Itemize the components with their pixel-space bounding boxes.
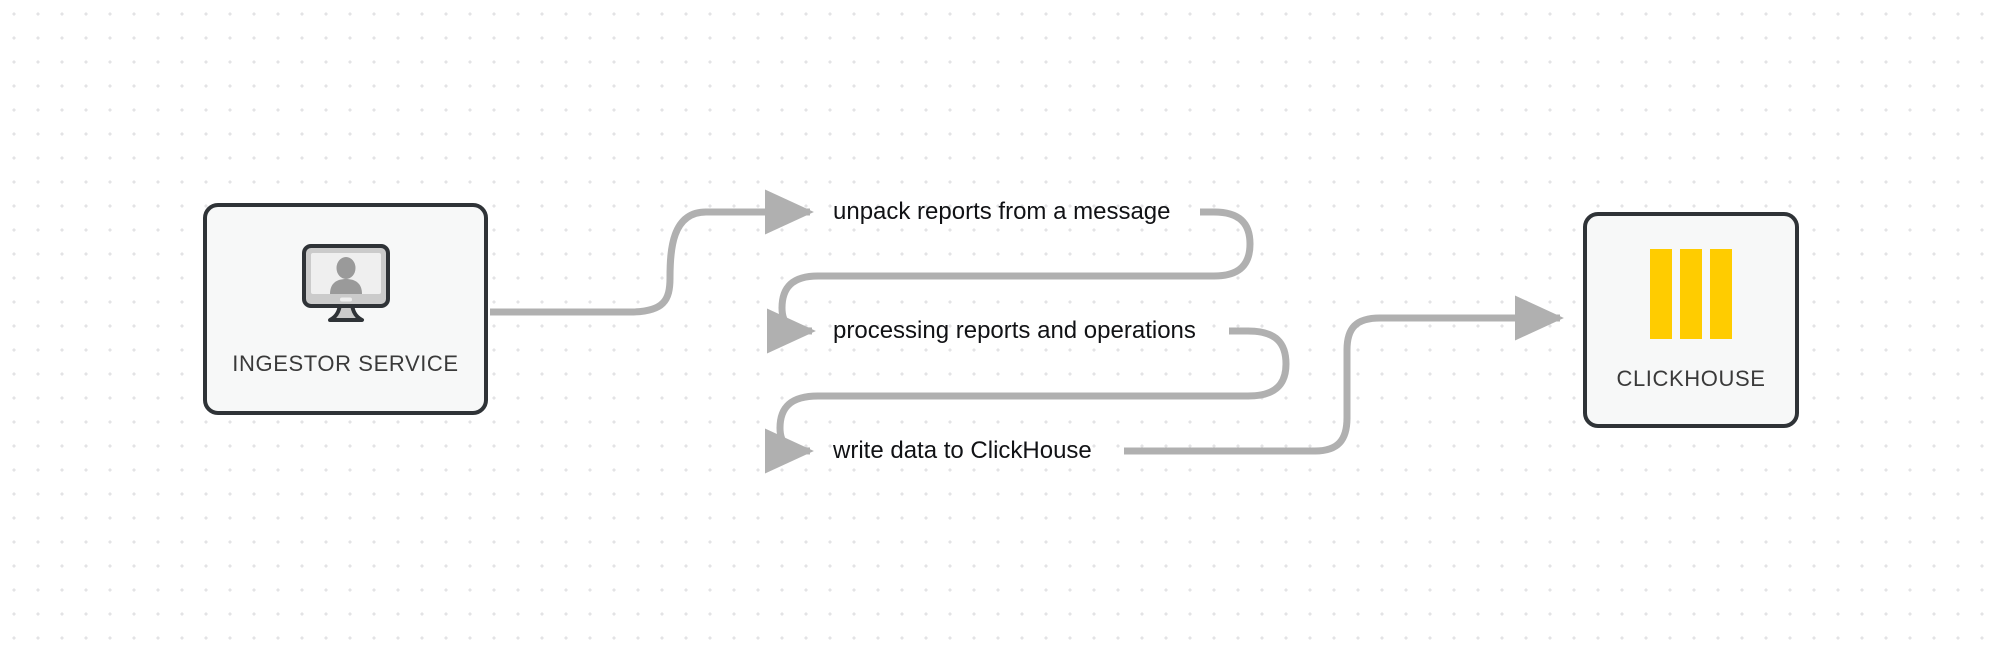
node-clickhouse[interactable]: CLICKHOUSE [1583,212,1799,428]
node-ingestor-service[interactable]: INGESTOR SERVICE [203,203,488,415]
node-clickhouse-label: CLICKHOUSE [1616,365,1766,391]
edge-label-unpack: unpack reports from a message [833,198,1171,225]
edge-label-write: write data to ClickHouse [833,437,1092,464]
edge-process-to-write [764,327,1290,474]
edge-ingestor-to-unpack [490,189,814,316]
clickhouse-logo-icon [1648,248,1734,344]
edge-label-process: processing reports and operations [833,317,1196,344]
node-ingestor-service-label: INGESTOR SERVICE [232,350,459,376]
edge-unpack-to-process [766,208,1254,354]
monitor-user-icon [300,242,392,331]
edge-write-to-clickhouse [1124,295,1564,455]
